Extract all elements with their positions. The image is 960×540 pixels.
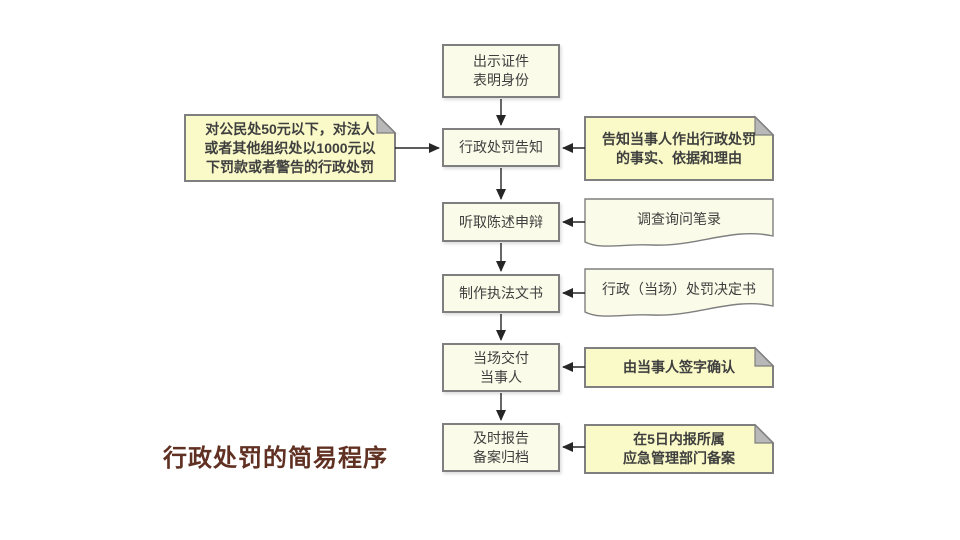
right-note-1-fold-icon xyxy=(754,115,775,136)
right-note-1-shape xyxy=(584,116,774,181)
right-note-4-shape xyxy=(584,347,774,388)
document-shape-penalty-decision xyxy=(584,268,774,317)
right-note-4-fold-icon xyxy=(754,346,775,367)
document-shape-interview-record xyxy=(584,198,774,247)
left-note-shape xyxy=(184,114,396,182)
flow-step-make-enforcement-document: 制作执法文书 xyxy=(442,274,560,313)
left-note-fold-icon xyxy=(376,113,397,134)
flow-step-show-credentials: 出示证件 表明身份 xyxy=(442,44,560,98)
flow-step-report-and-archive: 及时报告 备案归档 xyxy=(442,423,560,472)
flow-step-penalty-notification: 行政处罚告知 xyxy=(442,128,560,167)
flow-step-hear-statement-defense: 听取陈述申辩 xyxy=(442,202,560,242)
right-note-5-fold-icon xyxy=(754,423,775,444)
diagram-title: 行政处罚的简易程序 xyxy=(163,446,388,472)
right-note-5-shape xyxy=(584,424,774,474)
flow-step-deliver-on-spot: 当场交付 当事人 xyxy=(442,343,560,392)
